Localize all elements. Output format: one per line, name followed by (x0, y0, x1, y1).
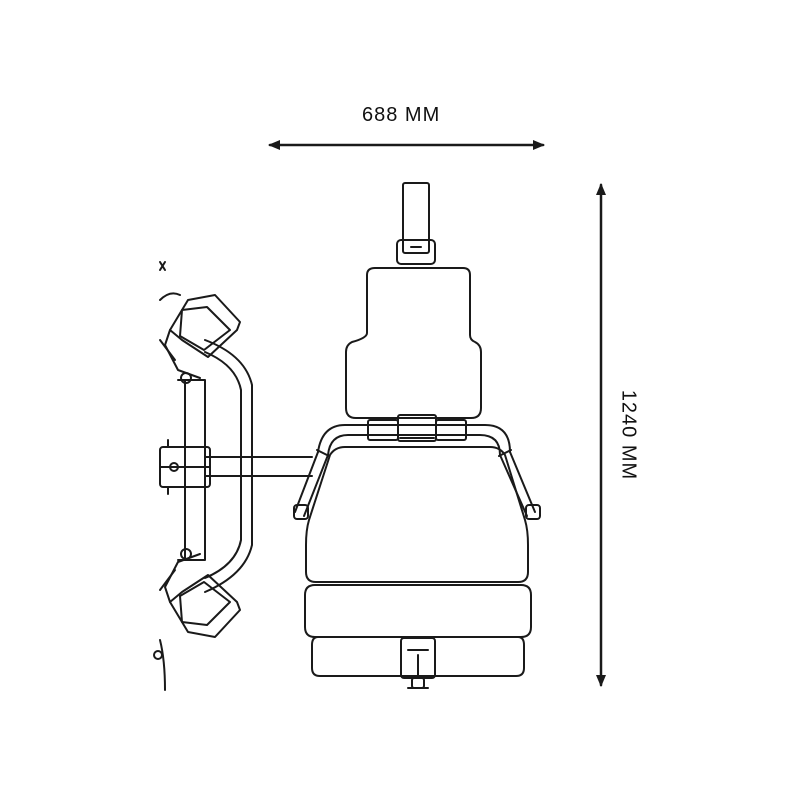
lower-pivot-pad (164, 548, 241, 638)
width-dimension-label: 688 MM (362, 104, 441, 126)
height-dimension-label: 1240 MM (617, 389, 640, 481)
handle-bar-frame (317, 414, 511, 456)
adjustment-pin (400, 637, 436, 689)
seat-pad (305, 446, 529, 583)
back-pad (345, 267, 482, 419)
upper-pivot-pad (164, 294, 241, 384)
right-grip (498, 449, 541, 520)
weight-stack-unit (153, 261, 211, 691)
side-crossbar (204, 456, 313, 477)
side-frame (204, 339, 253, 593)
left-grip (293, 449, 330, 520)
top-post (396, 182, 436, 265)
base-roller (304, 584, 532, 677)
